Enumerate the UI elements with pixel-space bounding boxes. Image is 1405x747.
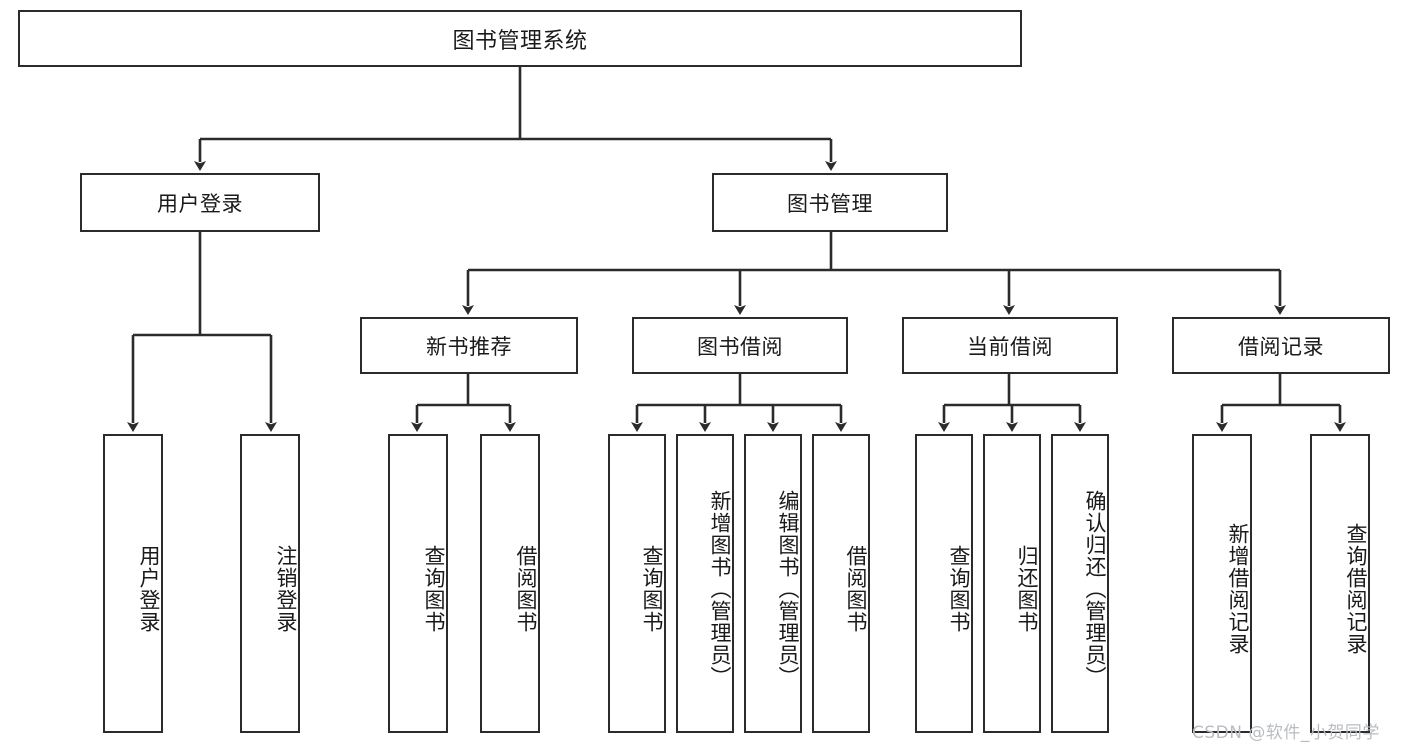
leaf-query-book-borrow[interactable]: 查询图书	[608, 434, 666, 733]
leaf-user-login[interactable]: 用户登录	[103, 434, 163, 733]
leaf-borrow-book-newbook-label: 借阅图书	[514, 544, 538, 633]
leaf-add-book-admin[interactable]: 新增图书（管理员）	[676, 434, 734, 733]
node-book-borrow[interactable]: 图书借阅	[632, 317, 848, 374]
node-user-login-label: 用户登录	[157, 191, 243, 216]
leaf-add-book-admin-label: 新增图书（管理员）	[708, 489, 732, 688]
leaf-borrow-book-newbook[interactable]: 借阅图书	[480, 434, 540, 733]
leaf-add-borrow-record[interactable]: 新增借阅记录	[1192, 434, 1252, 733]
leaf-query-book-borrow-label: 查询图书	[640, 544, 664, 633]
node-user-login[interactable]: 用户登录	[80, 173, 320, 232]
leaf-edit-book-admin-label: 编辑图书（管理员）	[776, 489, 800, 688]
leaf-edit-book-admin[interactable]: 编辑图书（管理员）	[744, 434, 802, 733]
node-current-borrow-label: 当前借阅	[967, 334, 1053, 359]
leaf-query-borrow-record[interactable]: 查询借阅记录	[1310, 434, 1370, 733]
leaf-return-book-label: 归还图书	[1015, 544, 1039, 633]
leaf-add-borrow-record-label: 新增借阅记录	[1226, 522, 1250, 655]
node-book-borrow-label: 图书借阅	[697, 334, 783, 359]
leaf-logout-label: 注销登录	[274, 544, 298, 633]
node-book-management[interactable]: 图书管理	[712, 173, 948, 232]
leaf-confirm-return-admin[interactable]: 确认归还（管理员）	[1051, 434, 1109, 733]
leaf-query-book-newbook-label: 查询图书	[422, 544, 446, 633]
leaf-query-borrow-record-label: 查询借阅记录	[1344, 522, 1368, 655]
leaf-logout[interactable]: 注销登录	[240, 434, 300, 733]
node-new-book-recommend-label: 新书推荐	[426, 334, 512, 359]
leaf-user-login-label: 用户登录	[137, 544, 161, 633]
leaf-return-book[interactable]: 归还图书	[983, 434, 1041, 733]
node-borrow-record-label: 借阅记录	[1238, 334, 1324, 359]
csdn-watermark: CSDN @软件_小贺同学	[1192, 723, 1380, 743]
node-book-management-label: 图书管理	[787, 191, 873, 216]
leaf-query-book-current-label: 查询图书	[947, 544, 971, 633]
leaf-borrow-book-label: 借阅图书	[844, 544, 868, 633]
node-root-label: 图书管理系统	[452, 28, 588, 54]
leaf-query-book-current[interactable]: 查询图书	[915, 434, 973, 733]
node-borrow-record[interactable]: 借阅记录	[1172, 317, 1390, 374]
leaf-query-book-newbook[interactable]: 查询图书	[388, 434, 448, 733]
node-root[interactable]: 图书管理系统	[18, 10, 1022, 67]
node-new-book-recommend[interactable]: 新书推荐	[360, 317, 578, 374]
node-current-borrow[interactable]: 当前借阅	[902, 317, 1118, 374]
leaf-confirm-return-admin-label: 确认归还（管理员）	[1083, 489, 1107, 688]
leaf-borrow-book[interactable]: 借阅图书	[812, 434, 870, 733]
